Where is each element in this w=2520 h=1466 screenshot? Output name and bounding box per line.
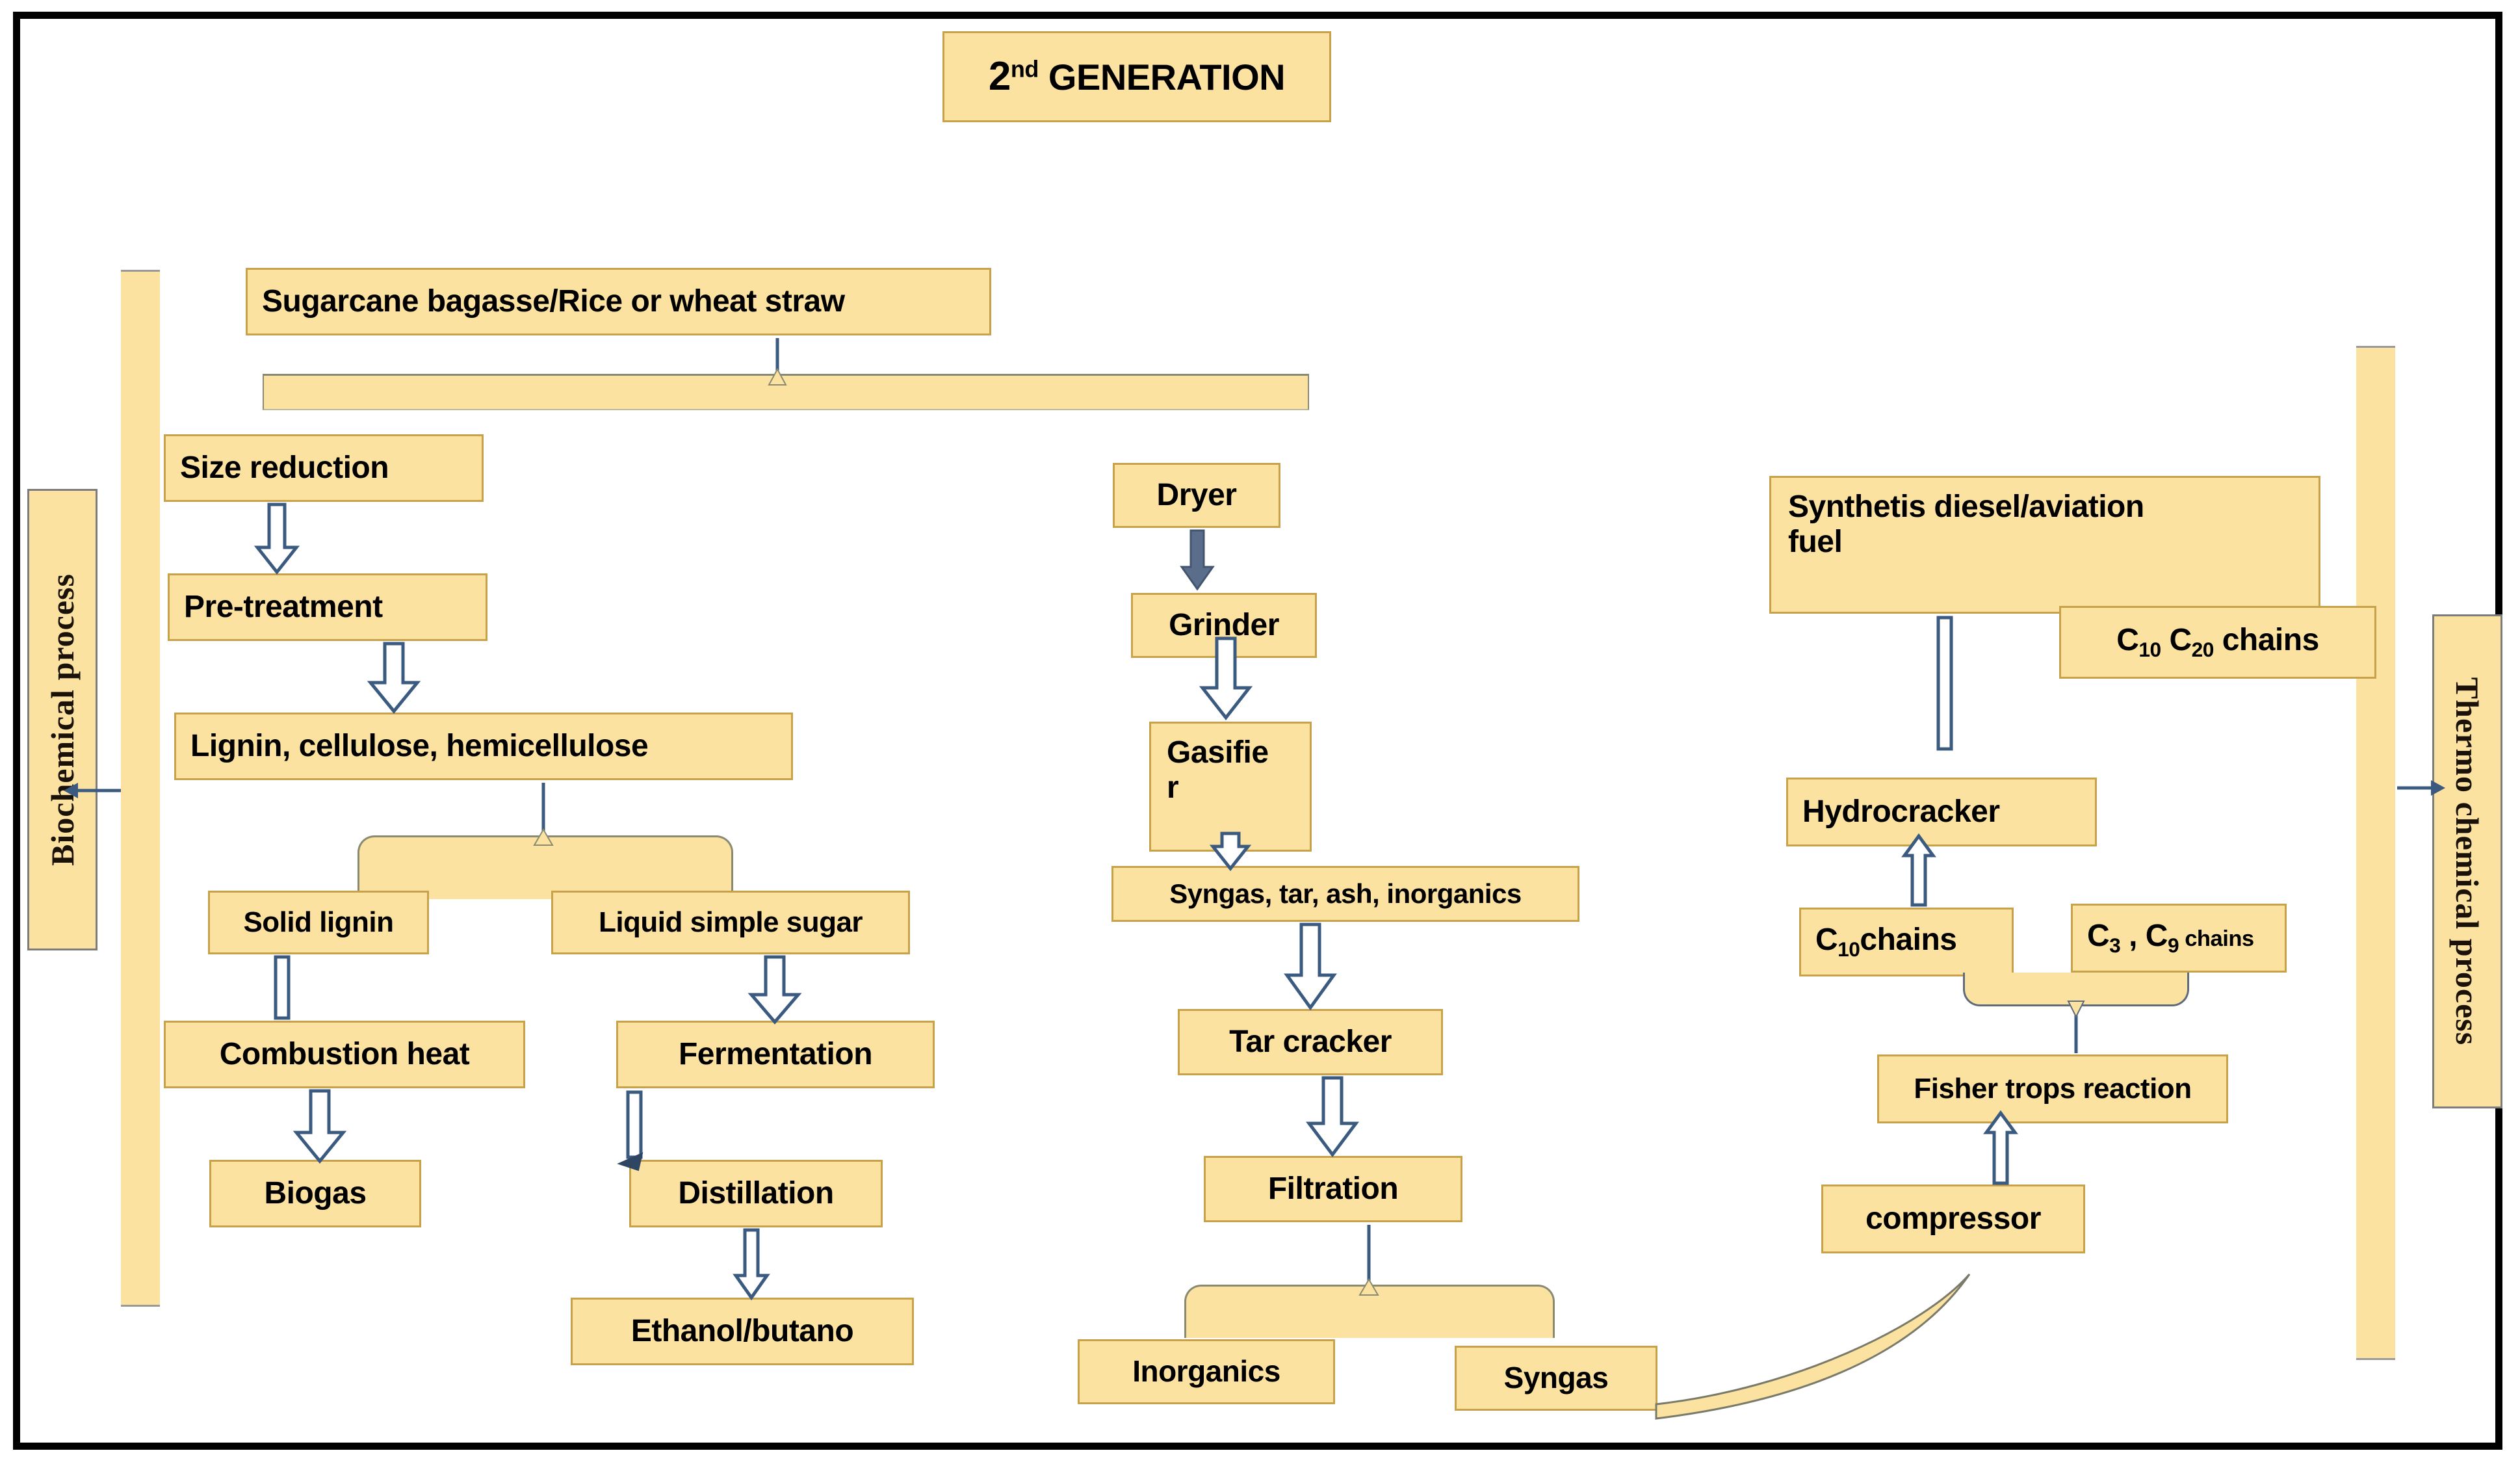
box-tar-cracker-label: Tar cracker — [1229, 1025, 1392, 1060]
title-rest: GENERATION — [1038, 57, 1286, 98]
box-dryer-label: Dryer — [1156, 478, 1237, 513]
thermochemical-process-bar — [2356, 346, 2395, 1360]
side-label-thermochemical-text: Thermo chemical process — [2449, 677, 2486, 1046]
bracket-filtration-split — [1184, 1285, 1555, 1338]
box-grinder: Grinder — [1131, 593, 1317, 658]
box-tar-cracker: Tar cracker — [1178, 1009, 1443, 1075]
box-c10-chains: C10chains — [1799, 908, 2014, 976]
box-pre-treatment: Pre-treatment — [168, 573, 487, 641]
box-gasifier-label: Gasifie r — [1167, 735, 1269, 805]
box-compressor: compressor — [1821, 1185, 2085, 1253]
box-c3-c9-chains: C3 , C9 chains — [2071, 904, 2287, 973]
box-compressor-label: compressor — [1865, 1201, 2041, 1237]
box-solid-lignin: Solid lignin — [208, 891, 429, 954]
box-syngas-tar-ash-inorganics: Syngas, tar, ash, inorganics — [1111, 866, 1579, 922]
box-c3-c9-chains-label: C3 , C9 chains — [2087, 919, 2254, 958]
bracket-chains-merge — [1963, 973, 2189, 1006]
box-pre-treatment-label: Pre-treatment — [184, 590, 383, 625]
box-biogas-label: Biogas — [264, 1176, 367, 1211]
box-syngas-tar-label: Syngas, tar, ash, inorganics — [1169, 878, 1522, 910]
box-inorganics-label: Inorganics — [1132, 1354, 1280, 1389]
box-inorganics: Inorganics — [1078, 1339, 1335, 1404]
title-ordinal-suffix: nd — [1010, 55, 1039, 83]
box-grinder-label: Grinder — [1169, 608, 1279, 643]
box-ethanol-butano: Ethanol/butano — [571, 1298, 914, 1365]
bracket-feedstock-split — [263, 374, 1309, 410]
box-hydrocracker: Hydrocracker — [1786, 778, 2097, 846]
box-combustion-heat-label: Combustion heat — [219, 1037, 470, 1072]
side-label-biochemical-text: Biochemical process — [44, 573, 81, 866]
box-dryer: Dryer — [1113, 463, 1280, 528]
side-label-thermochemical: Thermo chemical process — [2432, 614, 2502, 1108]
box-solid-lignin-label: Solid lignin — [243, 906, 394, 939]
box-distillation-label: Distillation — [678, 1176, 834, 1211]
box-size-reduction-label: Size reduction — [180, 451, 389, 486]
box-fermentation: Fermentation — [616, 1021, 935, 1088]
box-hydrocracker-label: Hydrocracker — [1802, 794, 2000, 830]
box-lignin-cellulose-hemicellulose: Lignin, cellulose, hemicellulose — [174, 713, 793, 780]
box-synthetic-fuel: Synthetis diesel/aviation fuel — [1769, 476, 2320, 614]
box-fisher-trops-label: Fisher trops reaction — [1914, 1073, 2192, 1105]
box-biogas: Biogas — [209, 1160, 421, 1227]
biochemical-process-bar — [121, 270, 160, 1307]
box-c10-chains-label: C10chains — [1815, 923, 1957, 962]
box-synthetic-fuel-label: Synthetis diesel/aviation fuel — [1788, 490, 2144, 559]
box-gasifier: Gasifie r — [1149, 722, 1312, 852]
box-fisher-trops-reaction: Fisher trops reaction — [1877, 1054, 2228, 1123]
box-filtration: Filtration — [1204, 1156, 1462, 1222]
title-text: 2nd GENERATION — [988, 54, 1286, 99]
box-liquid-simple-sugar-label: Liquid simple sugar — [598, 906, 863, 939]
box-syngas: Syngas — [1455, 1346, 1657, 1411]
box-c10-c20-chains: C10 C20 chains — [2059, 606, 2376, 679]
side-label-biochemical: Biochemical process — [27, 489, 97, 950]
box-filtration-label: Filtration — [1267, 1171, 1399, 1207]
bracket-lignin-split — [357, 835, 733, 899]
box-lignin-label: Lignin, cellulose, hemicellulose — [190, 729, 649, 764]
box-distillation: Distillation — [629, 1160, 883, 1227]
box-c10-c20-chains-label: C10 C20 chains — [2116, 623, 2319, 662]
box-syngas-label: Syngas — [1503, 1361, 1609, 1395]
box-combustion-heat: Combustion heat — [164, 1021, 525, 1088]
box-ethanol-butano-label: Ethanol/butano — [630, 1314, 854, 1349]
box-fermentation-label: Fermentation — [678, 1037, 873, 1072]
title-numeral: 2 — [988, 54, 1011, 99]
box-feedstock-label: Sugarcane bagasse/Rice or wheat straw — [262, 284, 845, 319]
box-feedstock: Sugarcane bagasse/Rice or wheat straw — [246, 268, 991, 335]
box-liquid-simple-sugar: Liquid simple sugar — [551, 891, 910, 954]
box-size-reduction: Size reduction — [164, 434, 484, 502]
title-box: 2nd GENERATION — [942, 31, 1331, 122]
